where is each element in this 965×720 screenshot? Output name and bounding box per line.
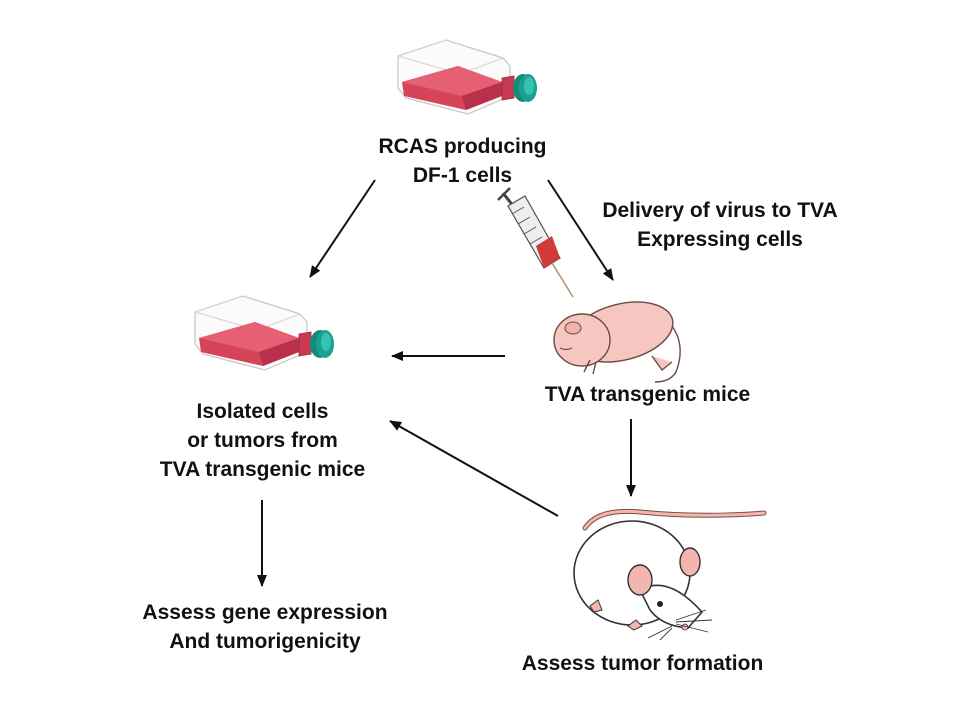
assess-gene-expression-label: Assess gene expression And tumorigenicit… xyxy=(115,598,415,656)
label-line: Isolated cells xyxy=(196,400,329,423)
rcas-producing-cells-label: RCAS producing DF-1 cells xyxy=(330,132,595,190)
arrow-tumor-to-isolated xyxy=(389,420,559,517)
adult-mouse-icon xyxy=(573,508,767,641)
label-line: TVA transgenic mice xyxy=(159,458,366,481)
label-line: Assess gene expression xyxy=(142,601,388,624)
label-line: Assess tumor formation xyxy=(521,652,764,675)
label-line: RCAS producing xyxy=(378,135,547,158)
newborn-mouse-icon xyxy=(553,301,681,383)
label-line: TVA transgenic mice xyxy=(544,383,751,406)
label-line: DF-1 cells xyxy=(412,164,513,187)
syringe-icon xyxy=(497,187,574,298)
arrow-rcas-to-mice xyxy=(547,179,614,281)
rcas-culture-flask-icon xyxy=(397,39,538,115)
delivery-of-virus-label: Delivery of virus to TVA Expressing cell… xyxy=(575,196,865,254)
isolated-cells-label: Isolated cells or tumors from TVA transg… xyxy=(130,397,395,484)
label-line: Expressing cells xyxy=(637,228,803,251)
arrow-rcas-to-isolated xyxy=(309,179,376,278)
assess-tumor-formation-label: Assess tumor formation xyxy=(490,649,795,678)
label-line: And tumorigenicity xyxy=(169,630,361,653)
isolated-cells-flask-icon xyxy=(194,295,335,371)
label-line: or tumors from xyxy=(187,429,338,452)
tva-transgenic-mice-label: TVA transgenic mice xyxy=(515,380,780,409)
label-line: Delivery of virus to TVA xyxy=(602,199,838,222)
